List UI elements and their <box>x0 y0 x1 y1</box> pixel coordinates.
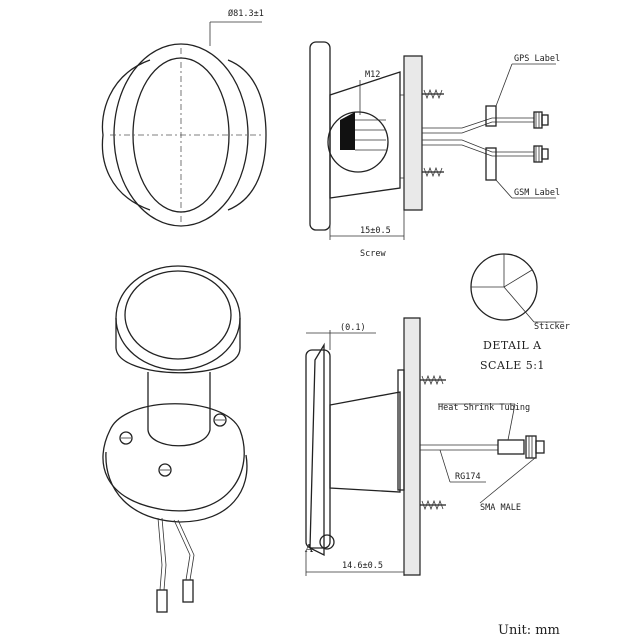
iso-radome-top <box>115 265 241 371</box>
isometric-view <box>102 265 248 613</box>
thread-hatch <box>340 112 355 150</box>
flange-side <box>403 317 421 576</box>
unit-note: Unit: mm <box>498 623 560 638</box>
sticker-callout: Sticker <box>534 322 570 332</box>
heat-shrink-label: Heat Shrink Tubing <box>438 403 530 413</box>
iso-screw-head-left <box>119 431 133 445</box>
gsm-label-sleeve <box>485 147 497 181</box>
side-section-view: M12 GPS Label <box>309 41 560 259</box>
screw-lower <box>422 166 444 178</box>
detail-a-marker-circle <box>319 534 335 550</box>
stem-side <box>329 391 401 493</box>
thread-label: M12 <box>365 70 380 80</box>
gsm-label-callout: GSM Label <box>514 188 560 198</box>
radome-face <box>309 41 331 231</box>
detail-scale: SCALE 5:1 <box>480 359 545 372</box>
side-view-lower: Heat Shrink Tubing RG174 SMA MALE (0.1) … <box>304 317 545 576</box>
screw-side-lower <box>420 499 446 511</box>
thread-detail-circle <box>327 111 389 173</box>
cable-label: RG174 <box>455 472 481 482</box>
iso-connector-left <box>156 589 168 613</box>
diameter-dimension: Ø81.3±1 <box>228 8 264 19</box>
screw-label: Screw <box>360 249 386 259</box>
iso-screw-head-right <box>213 413 227 427</box>
front-view: Ø81.3±1 <box>101 8 267 227</box>
screw-upper <box>422 88 444 100</box>
mounting-flange <box>403 55 423 211</box>
heat-shrink-tubing <box>497 439 525 455</box>
iso-connector-right <box>182 579 194 603</box>
gap-dimension: (0.1) <box>340 323 366 333</box>
iso-stem <box>147 372 211 447</box>
screw-side-upper <box>420 374 446 386</box>
sma-connector-side <box>525 435 545 459</box>
base-dimension: 14.6±0.5 <box>342 561 383 571</box>
radome-side <box>305 349 331 549</box>
gps-label-callout: GPS Label <box>514 54 560 64</box>
detail-a: Sticker DETAIL A SCALE 5:1 <box>470 253 570 372</box>
gps-label-sleeve <box>485 105 497 127</box>
detail-title: DETAIL A <box>483 339 542 352</box>
gsm-sma-connector <box>533 145 549 163</box>
detail-a-marker: A <box>304 542 314 555</box>
iso-screw-head-front <box>158 463 172 477</box>
gps-sma-connector <box>533 111 549 129</box>
screw-dimension: 15±0.5 <box>360 226 391 236</box>
connector-label: SMA MALE <box>480 503 521 513</box>
